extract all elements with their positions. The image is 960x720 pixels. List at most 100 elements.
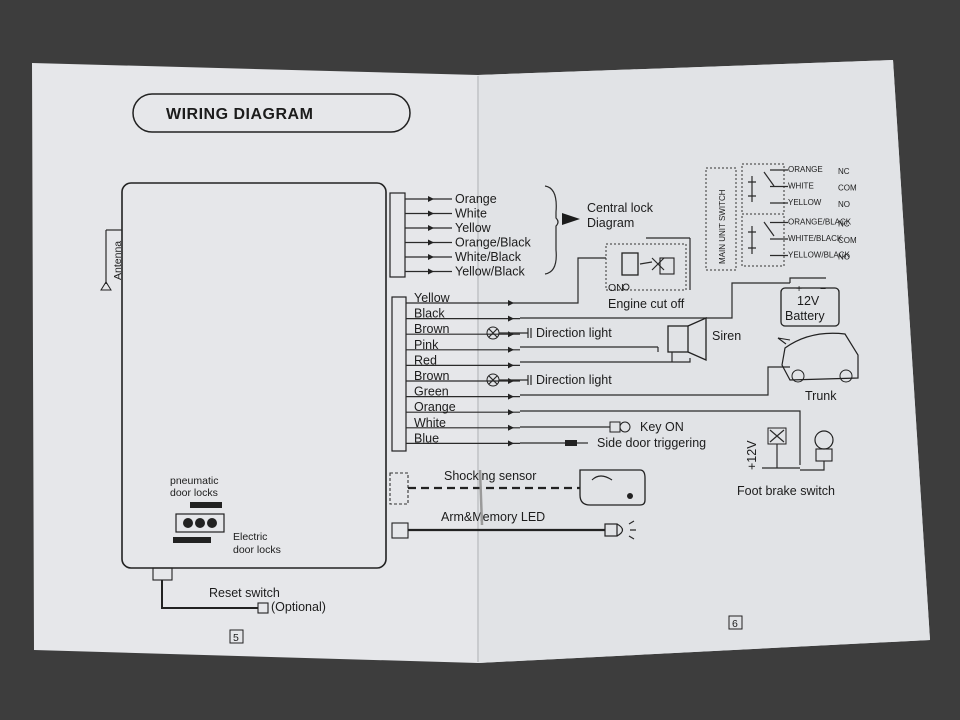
siren-horn-icon <box>687 316 707 362</box>
main-wire-label: Yellow <box>414 291 451 305</box>
brake-lamp-wire <box>800 461 825 471</box>
led-holder-icon <box>604 523 618 537</box>
antenna-icon <box>100 281 112 291</box>
electric-lock-bar <box>173 537 211 543</box>
antenna-label: Antenna <box>112 241 124 280</box>
page-number-5: 5 <box>233 632 239 644</box>
battery-plus: + <box>796 283 802 295</box>
wire-arrow-icon <box>428 196 434 202</box>
arm-led-label: Arm&Memory LED <box>441 510 545 524</box>
relay-row-code: COM <box>838 236 857 245</box>
relay-row-label: WHITE/BLACK <box>788 234 843 243</box>
trunk-label: Trunk <box>805 389 837 403</box>
shocking-sensor-label: Shocking sensor <box>444 469 536 483</box>
reset-switch-label: Reset switch <box>209 586 280 600</box>
sensor-mount-icon <box>591 475 613 481</box>
sensor-connector <box>389 472 409 505</box>
direction-light-1-label: Direction light <box>536 326 612 340</box>
sensor-screw-icon <box>627 493 633 499</box>
yellow-route <box>520 257 606 304</box>
relay-coil-2-icon <box>748 226 756 254</box>
lock-pin-icon-1 <box>183 518 193 528</box>
relay-contact-icon <box>659 257 675 275</box>
reset-switch-icon <box>257 602 269 614</box>
siren-body-icon <box>667 325 689 353</box>
pneumatic-lock-bar <box>190 502 222 508</box>
paper-right-page <box>478 60 930 663</box>
brake-pedal-hatch <box>769 429 785 443</box>
optional-label: (Optional) <box>271 600 326 614</box>
door-lock-connector <box>175 513 225 533</box>
central-lock-arrow-icon <box>562 213 580 225</box>
battery-top-wire <box>789 277 826 283</box>
main-wire-label: Orange <box>414 400 456 414</box>
main-connector <box>391 296 407 452</box>
wire-arrow-icon <box>508 362 514 369</box>
wire-arrow-icon <box>508 315 514 322</box>
direction-light-2-label: Direction light <box>536 373 612 387</box>
title-frame <box>132 93 411 133</box>
car-wheel-icon <box>791 369 805 383</box>
relay-row-code: NC <box>838 167 850 176</box>
wire-arrow-icon <box>428 268 434 275</box>
top-wire-label: Orange/Black <box>455 236 531 250</box>
lock-pin-icon-3 <box>207 518 217 528</box>
battery-voltage: 12V <box>797 294 820 308</box>
relay-coil-1-icon <box>748 176 756 202</box>
top-wire-group: OrangeWhiteYellowOrange/BlackWhite/Black… <box>405 192 531 279</box>
car-wheel-icon-2 <box>839 369 853 383</box>
door-switch-icon <box>565 440 577 446</box>
battery-label: Battery <box>785 309 825 323</box>
main-wire-label: Green <box>414 385 449 399</box>
engine-cut-relay <box>605 243 687 291</box>
car-icon <box>781 332 859 381</box>
wire-arrow-icon <box>508 393 514 400</box>
wire-arrow-icon <box>428 225 434 231</box>
electric-label-2: door locks <box>233 544 281 556</box>
wire-arrow-icon <box>428 210 434 217</box>
main-wire-label: Red <box>414 353 437 367</box>
wire-arrow-icon <box>428 254 434 260</box>
top-wire-label: White/Black <box>455 250 522 264</box>
page-box-5 <box>229 629 244 644</box>
plus-12v-label: +12V <box>745 440 759 470</box>
staple <box>478 469 484 526</box>
main-wire-group: YellowBlackBrownPinkRedBrownGreenOrangeW… <box>406 291 520 447</box>
orange-route <box>520 410 801 465</box>
top-wire-label: Yellow/Black <box>455 265 525 279</box>
trunk-lid-icon <box>777 337 791 345</box>
relay-row-label: ORANGE <box>788 165 823 174</box>
relay-switch-icon <box>651 257 665 271</box>
direction-lamp-icon <box>527 328 532 338</box>
fuse-cross <box>488 328 498 338</box>
side-door-label: Side door triggering <box>597 436 706 450</box>
battery-icon <box>780 287 840 327</box>
fuse-cross-2 <box>488 375 498 385</box>
main-wire-label: White <box>414 416 446 430</box>
relay-contacts-icon <box>763 171 775 237</box>
top-wire-label: White <box>455 207 487 221</box>
black-route <box>520 282 790 319</box>
central-lock-label-line1: Central lock <box>587 201 654 215</box>
main-wire-label: Brown <box>414 369 449 383</box>
relay-coil-icon <box>621 252 639 276</box>
green-route <box>520 366 790 396</box>
key-icon <box>619 421 631 433</box>
battery-minus: − <box>820 283 826 295</box>
relay-row-code: NO <box>838 200 850 209</box>
wire-arrow-icon <box>508 409 514 416</box>
main-wire-label: Pink <box>414 338 439 352</box>
electric-label-1: Electric <box>233 531 267 543</box>
relay-row-label: YELLOW/BLACK <box>788 251 850 260</box>
shocking-sensor-icon <box>579 469 646 506</box>
foot-brake-label: Foot brake switch <box>737 484 835 498</box>
relay-link <box>639 261 653 265</box>
pneumatic-label-2: door locks <box>170 487 218 499</box>
page-number-6: 6 <box>732 618 738 630</box>
top-connector <box>389 192 406 278</box>
led-rays-icon <box>628 520 636 540</box>
engine-cut-off-label: Engine cut off <box>608 297 685 311</box>
main-wire-label: Black <box>414 307 445 321</box>
